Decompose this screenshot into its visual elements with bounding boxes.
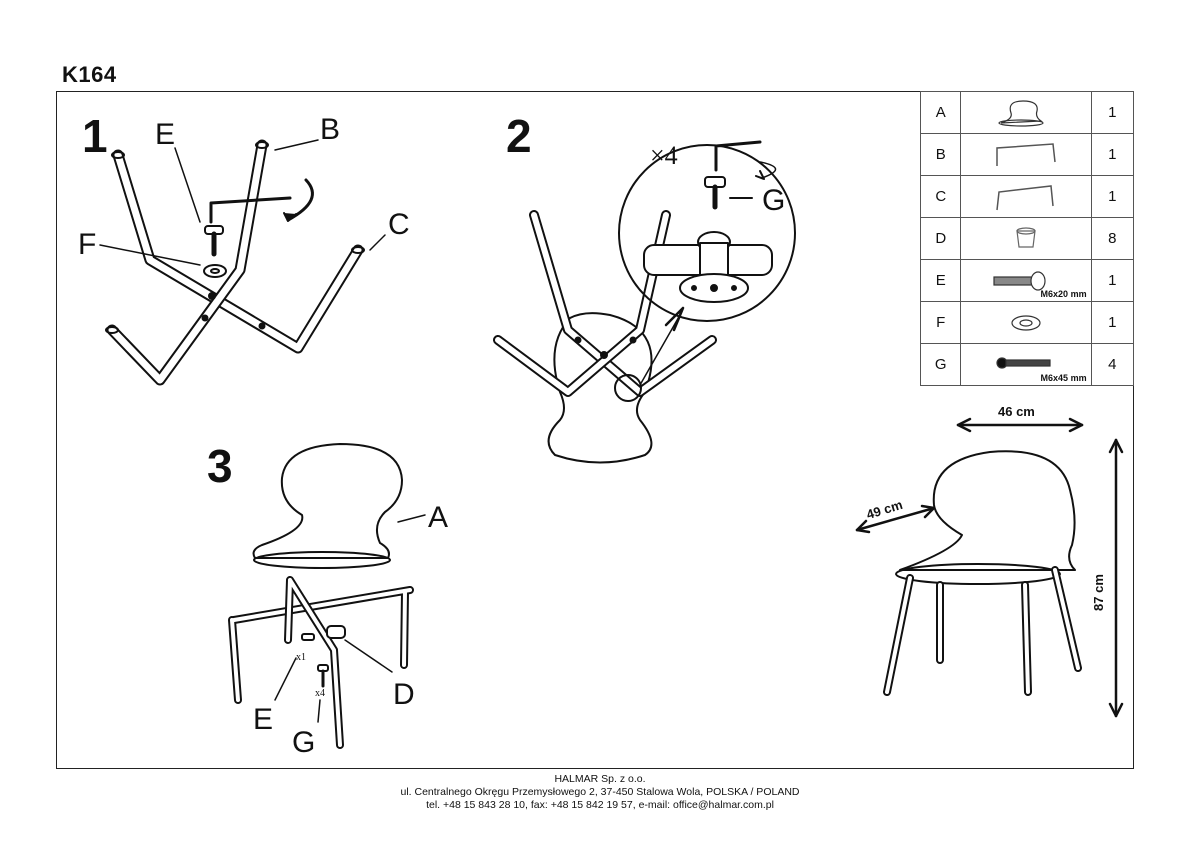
step2-detail-callout [618, 140, 796, 386]
step-3-number: 3 [207, 440, 233, 492]
dimension-arrows [855, 417, 1124, 718]
part-letter: F [919, 301, 962, 344]
dimension-chair [883, 450, 1082, 696]
parts-row-c: C 1 [919, 175, 1135, 218]
step1-hex-key-icon [209, 178, 314, 224]
step1-label-b: B [320, 113, 341, 146]
step1-bolt-e-icon [204, 225, 224, 257]
step3-qty-g: x4 [315, 688, 325, 699]
company-contact: tel. +48 15 843 28 10, fax: +48 15 842 1… [426, 799, 774, 811]
part-image: M6x20 mm [960, 259, 1092, 302]
step-2-number: 2 [506, 110, 532, 162]
step1-label-f: F [78, 228, 97, 261]
step1-washer-f-icon [203, 264, 227, 278]
part-letter: A [919, 91, 962, 134]
step3-label-a: A [428, 501, 449, 534]
long-bolt-icon [996, 356, 1051, 369]
company-name: HALMAR Sp. z o.o. [554, 773, 646, 785]
leg-frame-icon [996, 184, 1054, 210]
parts-row-e: E M6x20 mm 1 [919, 259, 1135, 302]
part-image [960, 91, 1092, 134]
seat-icon [998, 99, 1044, 127]
step1-leg-frames [105, 139, 365, 386]
step3-label-d: D [393, 678, 415, 711]
step1-label-c: C [388, 208, 410, 241]
part-qty: 1 [1090, 175, 1135, 218]
part-qty: 1 [1090, 91, 1135, 134]
parts-row-a: A 1 [919, 91, 1135, 134]
step1-label-e: E [155, 118, 176, 151]
dimension-height: 87 cm [1090, 574, 1106, 611]
parts-row-f: F 1 [919, 301, 1135, 344]
part-qty: 1 [1090, 259, 1135, 302]
step3-label-e: E [253, 703, 274, 736]
bolt-icon [993, 270, 1046, 291]
step-1-number: 1 [82, 110, 108, 162]
parts-row-b: B 1 [919, 133, 1135, 176]
dimension-width: 46 cm [998, 404, 1035, 419]
parts-row-d: D 8 [919, 217, 1135, 260]
company-footer: HALMAR Sp. z o.o. ul. Centralnego Okręgu… [0, 773, 1200, 812]
step2-multiplier: ×4 [650, 141, 678, 170]
part-letter: G [919, 343, 962, 386]
part-qty: 4 [1090, 343, 1135, 386]
model-code: K164 [62, 62, 117, 87]
part-image: M6x45 mm [960, 343, 1092, 386]
part-spec: M6x45 mm [1040, 373, 1087, 383]
part-qty: 1 [1090, 133, 1135, 176]
step2-label-g: G [762, 184, 786, 217]
part-image [960, 301, 1092, 344]
part-letter: B [919, 133, 962, 176]
parts-table: A 1 B 1 C 1 D [919, 91, 1135, 386]
instruction-frame [56, 91, 1134, 769]
step3-seat-a [252, 443, 426, 569]
part-qty: 8 [1090, 217, 1135, 260]
company-address: ul. Centralnego Okręgu Przemysłowego 2, … [400, 786, 800, 798]
part-qty: 1 [1090, 301, 1135, 344]
part-letter: C [919, 175, 962, 218]
step3-leg-frames [228, 576, 414, 749]
part-image [960, 175, 1092, 218]
parts-row-g: G M6x45 mm 4 [919, 343, 1135, 386]
step1-leader-lines [99, 139, 386, 266]
step3-qty-e: x1 [296, 652, 306, 663]
part-letter: E [919, 259, 962, 302]
part-spec: M6x20 mm [1040, 289, 1087, 299]
part-letter: D [919, 217, 962, 260]
step3-label-g: G [292, 726, 316, 759]
washer-icon [1011, 314, 1041, 331]
part-image [960, 217, 1092, 260]
cap-icon [1016, 226, 1036, 248]
part-image [960, 133, 1092, 176]
leg-frame-icon [996, 142, 1056, 166]
